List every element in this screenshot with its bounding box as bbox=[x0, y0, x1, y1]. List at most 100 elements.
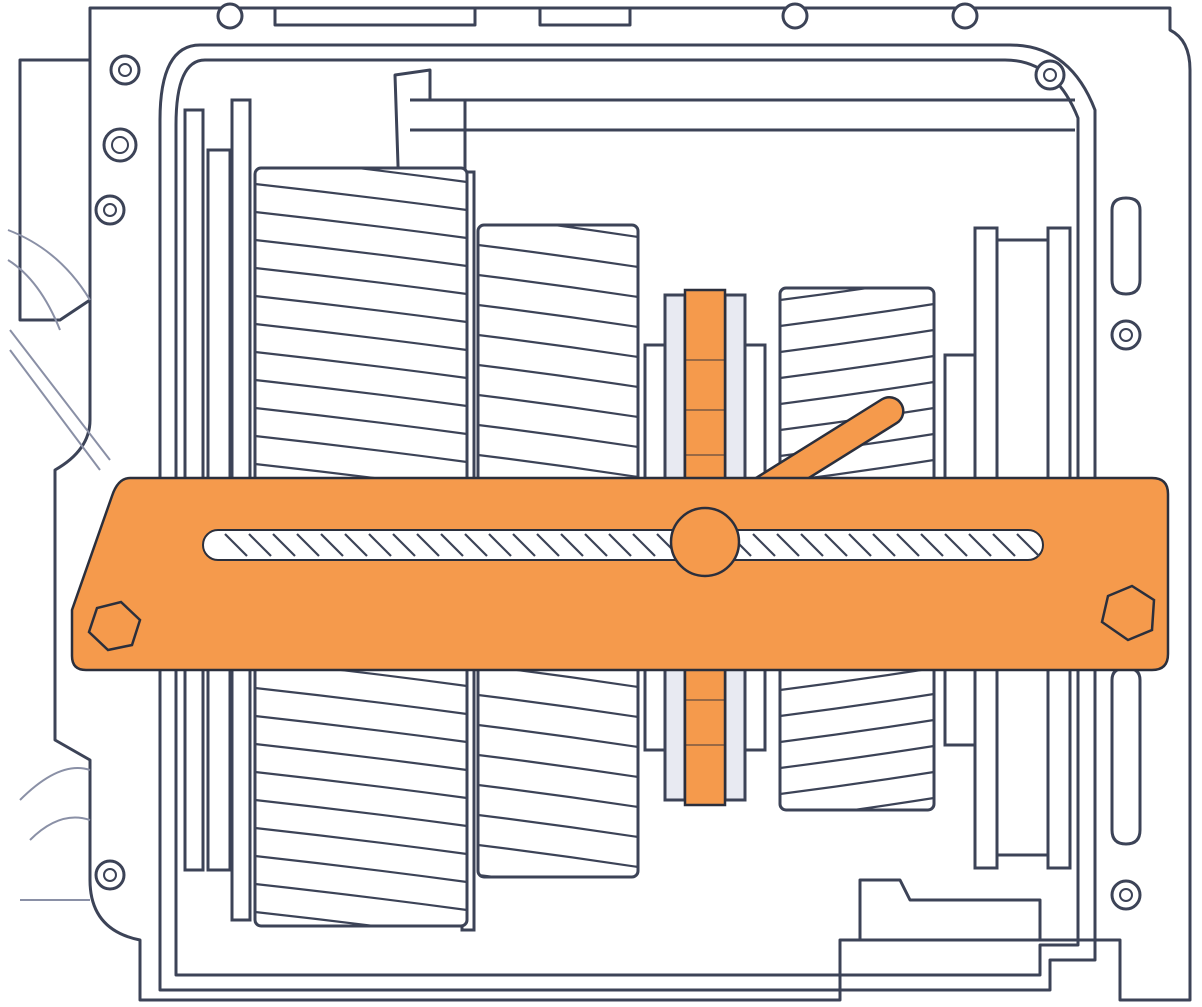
gear-tooth-line bbox=[780, 824, 934, 846]
gear-tooth-line bbox=[255, 322, 467, 352]
gear-tooth-line bbox=[320, 533, 344, 557]
gear-tooth-line bbox=[478, 243, 638, 269]
gear-tooth-line bbox=[440, 533, 464, 557]
gear-tooth-line bbox=[478, 185, 638, 207]
gear-tooth-line bbox=[608, 533, 632, 557]
gear-tooth-line bbox=[478, 333, 638, 359]
gear-tooth-line bbox=[780, 744, 934, 770]
gear-tooth-line bbox=[478, 783, 638, 809]
gear-tooth-line bbox=[780, 252, 934, 274]
gear-tooth-line bbox=[296, 533, 320, 557]
housing-outer-frame bbox=[53, 6, 1192, 1002]
gear-tooth-line bbox=[255, 406, 467, 436]
gear-tooth-line bbox=[872, 533, 896, 557]
disc-right-web bbox=[997, 238, 1048, 857]
housing-top-box-2 bbox=[538, 6, 632, 27]
gear-tooth-line bbox=[780, 692, 934, 718]
gear-tooth-line bbox=[255, 182, 467, 212]
gear-tooth-line bbox=[632, 533, 656, 557]
gear-tooth-line bbox=[780, 302, 934, 328]
gear-tooth-line bbox=[255, 882, 467, 912]
screw-icon bbox=[951, 2, 979, 30]
tool-bar bbox=[70, 476, 1170, 672]
screw-icon bbox=[109, 54, 141, 86]
gear-tooth-line bbox=[255, 714, 467, 744]
gear-tooth-line bbox=[780, 226, 934, 248]
gear-tooth-line bbox=[944, 533, 968, 557]
gear-tooth-line bbox=[368, 533, 392, 557]
gear-tooth-line bbox=[1016, 533, 1040, 557]
gear-tooth-line bbox=[780, 380, 934, 406]
gear-tooth-line bbox=[255, 742, 467, 772]
gear-tooth-line bbox=[478, 225, 638, 239]
gear-tooth-line bbox=[255, 266, 467, 296]
gear-tooth-line bbox=[478, 753, 638, 779]
gear-tooth-line bbox=[255, 378, 467, 408]
gear-tooth-line bbox=[992, 533, 1016, 557]
housing-bottom-left bbox=[19, 767, 91, 901]
gear-tooth-line bbox=[478, 813, 638, 839]
housing-screws bbox=[94, 2, 1142, 911]
gear-tooth-line bbox=[255, 350, 467, 380]
housing-right-slot-1 bbox=[1110, 196, 1142, 296]
screw-icon bbox=[1110, 879, 1142, 911]
screw-icon bbox=[1034, 59, 1066, 91]
gear-tooth-line bbox=[752, 533, 776, 557]
gear-holding-tool bbox=[70, 395, 1170, 672]
screw-icon bbox=[216, 2, 244, 30]
gear-tooth-line bbox=[272, 533, 296, 557]
gear-tooth-line bbox=[536, 533, 560, 557]
gear-tooth-line bbox=[560, 533, 584, 557]
housing-lower-bracket bbox=[858, 878, 1042, 942]
gear-tooth-line bbox=[255, 434, 467, 464]
gear-tooth-line bbox=[478, 843, 638, 869]
pivot-pin-icon bbox=[669, 506, 741, 578]
gear-tooth-line bbox=[255, 770, 467, 800]
gear-tooth-line bbox=[478, 393, 638, 419]
gear-tooth-line bbox=[584, 533, 608, 557]
gear-tooth-line bbox=[780, 718, 934, 744]
housing-top-rib bbox=[410, 98, 1075, 132]
gear-tooth-line bbox=[780, 796, 934, 810]
gear-tooth-line bbox=[255, 294, 467, 324]
gear-tooth-line bbox=[896, 533, 920, 557]
screw-icon bbox=[1110, 319, 1142, 351]
gear-tooth-line bbox=[416, 533, 440, 557]
gear-tooth-line bbox=[255, 826, 467, 856]
gear-tooth-line bbox=[255, 910, 467, 926]
hex-bolt-icon bbox=[1100, 584, 1156, 642]
gear-tooth-line bbox=[392, 533, 416, 557]
gear-tooth-line bbox=[248, 533, 272, 557]
gear-tooth-line bbox=[512, 533, 536, 557]
gear-tooth-line bbox=[478, 273, 638, 299]
gear-tooth-line bbox=[848, 533, 872, 557]
gear-tooth-line bbox=[780, 354, 934, 380]
housing-left-detail bbox=[7, 229, 111, 471]
gear-tooth-line bbox=[255, 128, 467, 154]
gear-tooth-line bbox=[255, 210, 467, 240]
gear-tooth-line bbox=[478, 693, 638, 719]
gear-tooth-line bbox=[478, 453, 638, 479]
screw-icon bbox=[102, 127, 138, 163]
gear-tooth-line bbox=[478, 363, 638, 389]
gear-tooth-line bbox=[780, 328, 934, 354]
sleeve-body-lines bbox=[685, 359, 725, 746]
gear-tooth-line bbox=[255, 798, 467, 828]
gear-tooth-line bbox=[800, 533, 824, 557]
gear-tooth-line bbox=[255, 854, 467, 884]
gear-tooth-line bbox=[776, 533, 800, 557]
gear-tooth-line bbox=[478, 303, 638, 329]
screw-icon bbox=[781, 2, 809, 30]
gear-tooth-line bbox=[464, 533, 488, 557]
gear-tooth-line bbox=[488, 533, 512, 557]
housing-top-box bbox=[273, 6, 477, 27]
housing-inner-frame-2 bbox=[174, 58, 1080, 977]
gear-tooth-line bbox=[478, 423, 638, 449]
gear-tooth-line bbox=[255, 940, 467, 966]
gear-tooth-line bbox=[780, 288, 934, 302]
gear-tooth-line bbox=[824, 533, 848, 557]
gear-tooth-line bbox=[968, 533, 992, 557]
gear-tooth-line bbox=[478, 905, 638, 927]
